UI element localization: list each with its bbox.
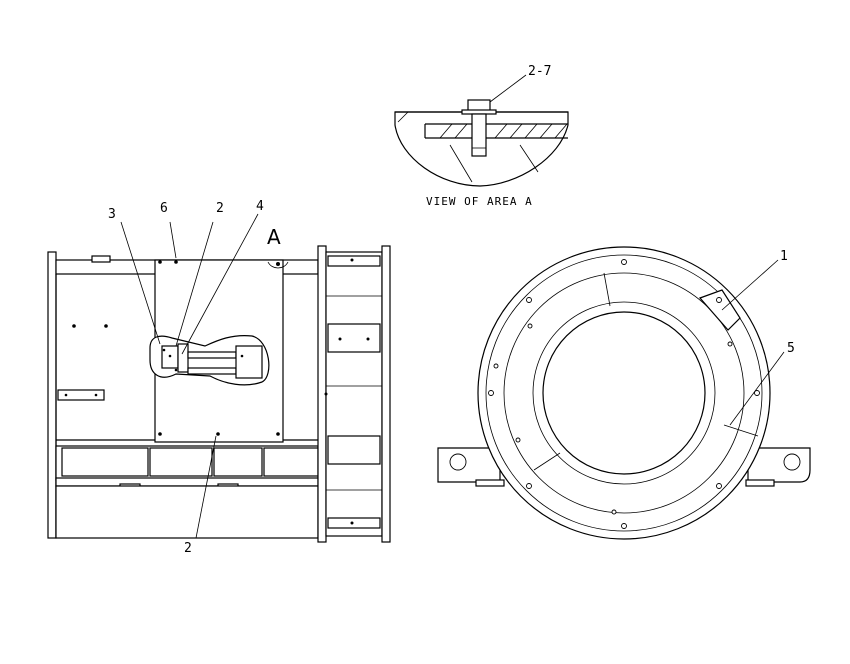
callout-3: 3 [108,207,116,222]
callout-2-bottom: 2 [184,541,192,556]
callout-1: 1 [780,249,788,264]
end-view: 1 5 [437,246,811,540]
callout-2-7: 2-7 [528,64,551,79]
side-view: A 3 6 2 4 2 [47,199,391,556]
callout-4: 4 [256,199,264,214]
callout-6: 6 [160,201,168,216]
area-a-marker: A [267,225,281,249]
callout-5: 5 [787,341,795,356]
detail-caption: VIEW OF AREA A [426,195,533,208]
detail-view-area-a: 2-7 VIEW OF AREA A [394,64,569,208]
callout-2-top: 2 [216,201,224,216]
bolt-holes [488,259,760,529]
